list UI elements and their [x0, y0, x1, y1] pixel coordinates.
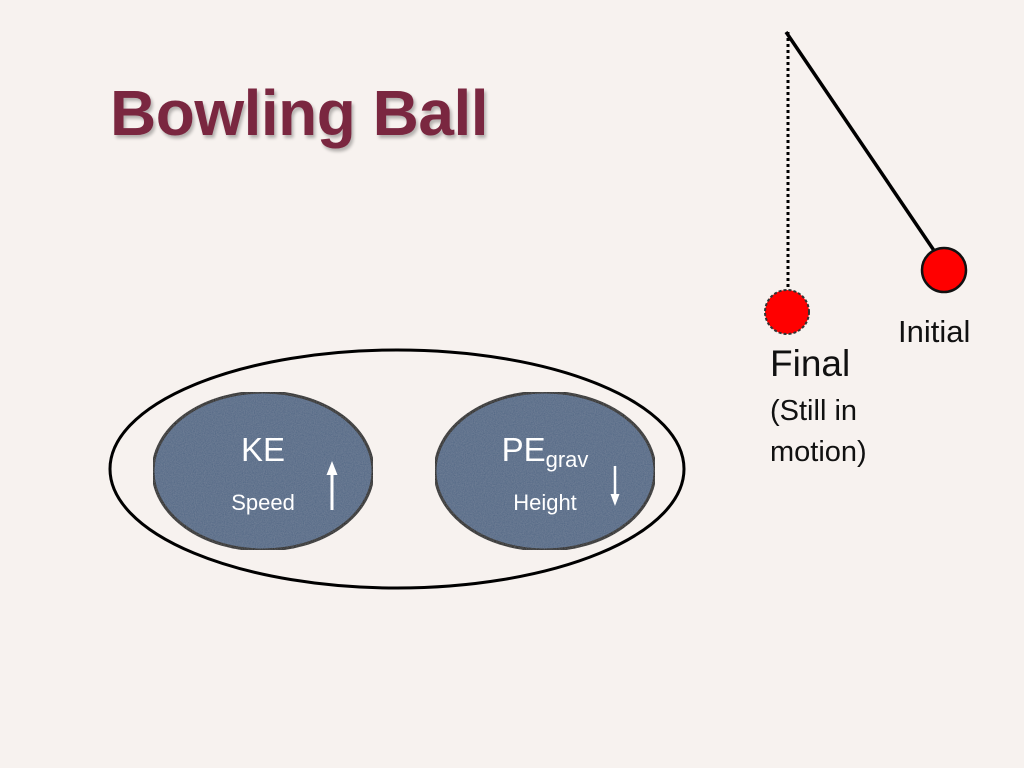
initial-ball: [920, 246, 968, 294]
initial-label: Initial: [898, 314, 971, 349]
slide-title: Bowling Ball: [110, 77, 489, 149]
final-note: (Still in motion): [770, 395, 867, 468]
system-oval: [108, 348, 686, 590]
pe-label-main: PE: [501, 431, 546, 468]
pendulum: [764, 31, 968, 335]
final-label: Final: [770, 343, 851, 384]
ke-oval: [151, 390, 375, 552]
pe-label-subscript: grav: [545, 447, 589, 472]
pe-variable: Height: [513, 490, 577, 515]
arrow-down-icon: [610, 466, 620, 506]
arrow-up-icon: [326, 461, 338, 510]
pe-oval: [433, 390, 657, 552]
ke-variable: Speed: [231, 490, 295, 515]
ke-label: KE: [240, 431, 286, 468]
pendulum-string-initial: [784, 31, 937, 253]
pe-label: PEgrav: [485, 431, 605, 473]
final-ball: [764, 289, 810, 335]
